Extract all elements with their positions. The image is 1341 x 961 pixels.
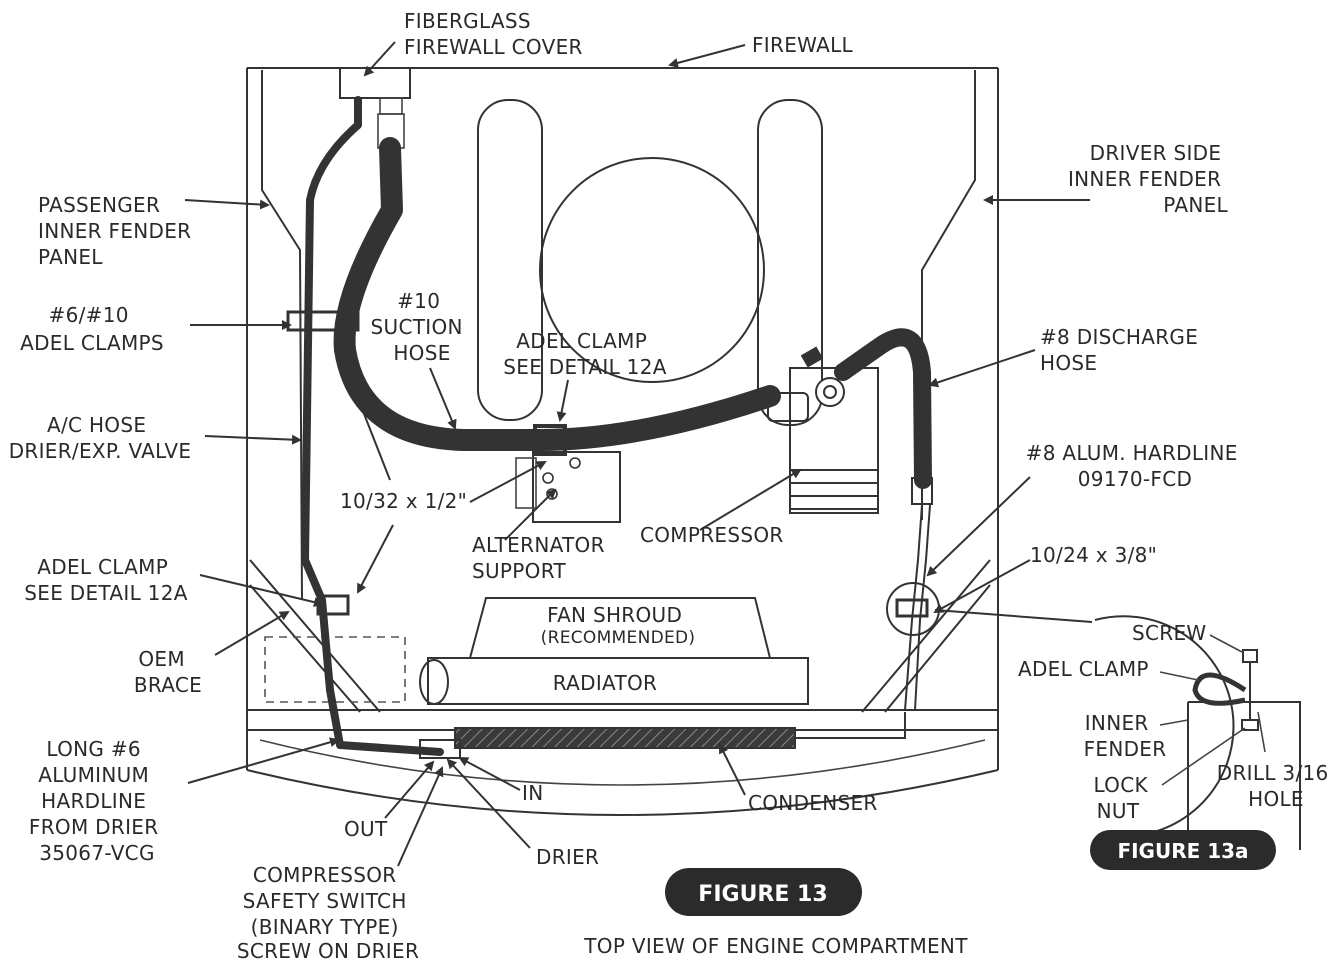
- passenger-inner-fender: [261, 70, 303, 601]
- arrow-alternator: [504, 488, 557, 541]
- detail-13a: [934, 609, 1301, 850]
- arrow-firewall: [668, 44, 746, 68]
- label-oem-brace: OEM BRACE: [134, 647, 202, 697]
- label-firewall: FIREWALL: [752, 33, 854, 57]
- compressor-rect: [789, 367, 879, 514]
- suction-hose: [336, 139, 779, 449]
- label-fiberglass-cover: FIBERGLASS FIREWALL COVER: [404, 9, 583, 59]
- leader-detail-screw: [1209, 634, 1243, 653]
- arrow-fiberglass: [363, 41, 396, 77]
- arrow-ac-hose: [204, 434, 302, 445]
- discharge-hose: [836, 330, 930, 487]
- figure-13-label: FIGURE 13: [698, 882, 827, 907]
- label-radiator: RADIATOR: [553, 671, 657, 695]
- arrow-passenger-fender: [184, 199, 270, 210]
- alternator-bracket-tab: [515, 457, 537, 509]
- arrow-discharge: [928, 349, 1036, 388]
- label-compressor: COMPRESSOR: [640, 523, 784, 547]
- arrow-long-hardline: [187, 737, 340, 784]
- leader-lines: [184, 41, 1266, 867]
- dashed-box: [264, 636, 406, 703]
- compressor-body: [767, 346, 879, 514]
- radiator-shape: [427, 657, 809, 705]
- label-out: OUT: [344, 817, 388, 841]
- leader-detail-nut: [1161, 727, 1246, 786]
- condenser-line: [795, 712, 906, 739]
- label-detail-lock-nut: LOCK NUT: [1093, 773, 1154, 823]
- leader-10-32-c: [334, 339, 391, 481]
- leader-detail-fender: [1159, 719, 1189, 726]
- label-adel-clamp-left: ADEL CLAMP SEE DETAIL 12A: [24, 555, 187, 605]
- detail-leader: [934, 609, 1093, 623]
- arrow-adel-top: [556, 379, 569, 422]
- text-labels: FIBERGLASS FIREWALL COVER FIREWALL DRIVE…: [9, 9, 1335, 961]
- label-detail-drill: DRILL 3/16 HOLE: [1217, 761, 1335, 811]
- oem-brace-right: [861, 559, 991, 713]
- fiberglass-cover-shape: [339, 67, 411, 99]
- label-alum-hardline: #8 ALUM. HARDLINE 09170-FCD: [1026, 441, 1245, 491]
- fan-shroud-shape: [469, 597, 771, 659]
- label-suction-hose: #10 SUCTION HOSE: [371, 289, 470, 365]
- arrow-alum-hardline: [926, 476, 1031, 577]
- label-adel-clamp-top: ADEL CLAMP SEE DETAIL 12A: [503, 329, 666, 379]
- label-safety-switch: COMPRESSOR SAFETY SWITCH (BINARY TYPE) S…: [237, 863, 419, 961]
- left-fender-slot: [477, 99, 543, 421]
- arrow-compressor: [699, 468, 802, 531]
- label-detail-adel-clamp: ADEL CLAMP: [1018, 657, 1149, 681]
- arrow-10-32-b: [357, 524, 394, 594]
- engine-bay-structure: [246, 67, 999, 816]
- arrow-in: [458, 757, 521, 791]
- arrow-condenser: [719, 743, 746, 796]
- label-10-32: 10/32 x 1/2": [340, 489, 467, 513]
- label-detail-screw: SCREW: [1132, 621, 1206, 645]
- label-discharge-hose: #8 DISCHARGE HOSE: [1040, 325, 1205, 375]
- label-fan-shroud: FAN SHROUD (RECOMMENDED): [541, 603, 696, 648]
- adel-clamp-right-shape: [895, 598, 929, 618]
- label-detail-inner-fender: INNER FENDER: [1084, 711, 1167, 761]
- label-10-24: 10/24 x 3/8": [1030, 543, 1157, 567]
- arrow-oem-brace: [214, 610, 290, 656]
- label-ac-hose: A/C HOSE DRIER/EXP. VALVE: [9, 413, 192, 463]
- label-driver-fender: DRIVER SIDE INNER FENDER PANEL: [1068, 141, 1229, 217]
- arrow-10-32-a: [469, 461, 547, 503]
- alternator-bracket: [532, 451, 621, 523]
- leader-detail-clamp: [1159, 671, 1199, 681]
- figure-13-badge: FIGURE 13: [665, 868, 862, 916]
- arrow-out: [384, 760, 435, 819]
- figure-caption: TOP VIEW OF ENGINE COMPARTMENT: [583, 934, 968, 958]
- arrow-adel-left: [199, 574, 324, 608]
- adel-clamp-top-shape: [533, 424, 567, 456]
- alum-hardline: [904, 504, 923, 711]
- label-drier: DRIER: [536, 845, 599, 869]
- label-condenser: CONDENSER: [748, 791, 878, 815]
- arrow-drier: [446, 758, 531, 849]
- figure-13a-label: FIGURE 13a: [1117, 839, 1248, 863]
- label-alternator-support: ALTERNATOR SUPPORT: [472, 533, 611, 583]
- label-passenger-fender: PASSENGER INNER FENDER PANEL: [38, 193, 198, 269]
- condenser-shape: [454, 727, 796, 749]
- leader-detail-drill: [1257, 711, 1266, 753]
- figure-13a-badge: FIGURE 13a: [1090, 830, 1276, 870]
- label-long-hardline: LONG #6 ALUMINUM HARDLINE FROM DRIER 350…: [29, 737, 165, 865]
- label-adel-clamps-6-10: #6/#10 ADEL CLAMPS: [20, 303, 164, 355]
- arrow-10-24: [933, 559, 1031, 613]
- hoses: [286, 96, 940, 759]
- radiator-tank: [419, 659, 449, 705]
- arrow-suction: [429, 367, 457, 430]
- drier-shape: [419, 739, 461, 759]
- detail-clamp-shape: [1192, 672, 1247, 706]
- front-curve: [246, 769, 999, 816]
- oem-brace-left: [249, 559, 381, 713]
- booster-circle: [539, 157, 765, 383]
- front-curve-inner: [259, 739, 986, 786]
- arrow-safety-switch: [397, 766, 444, 867]
- label-in: IN: [522, 781, 543, 805]
